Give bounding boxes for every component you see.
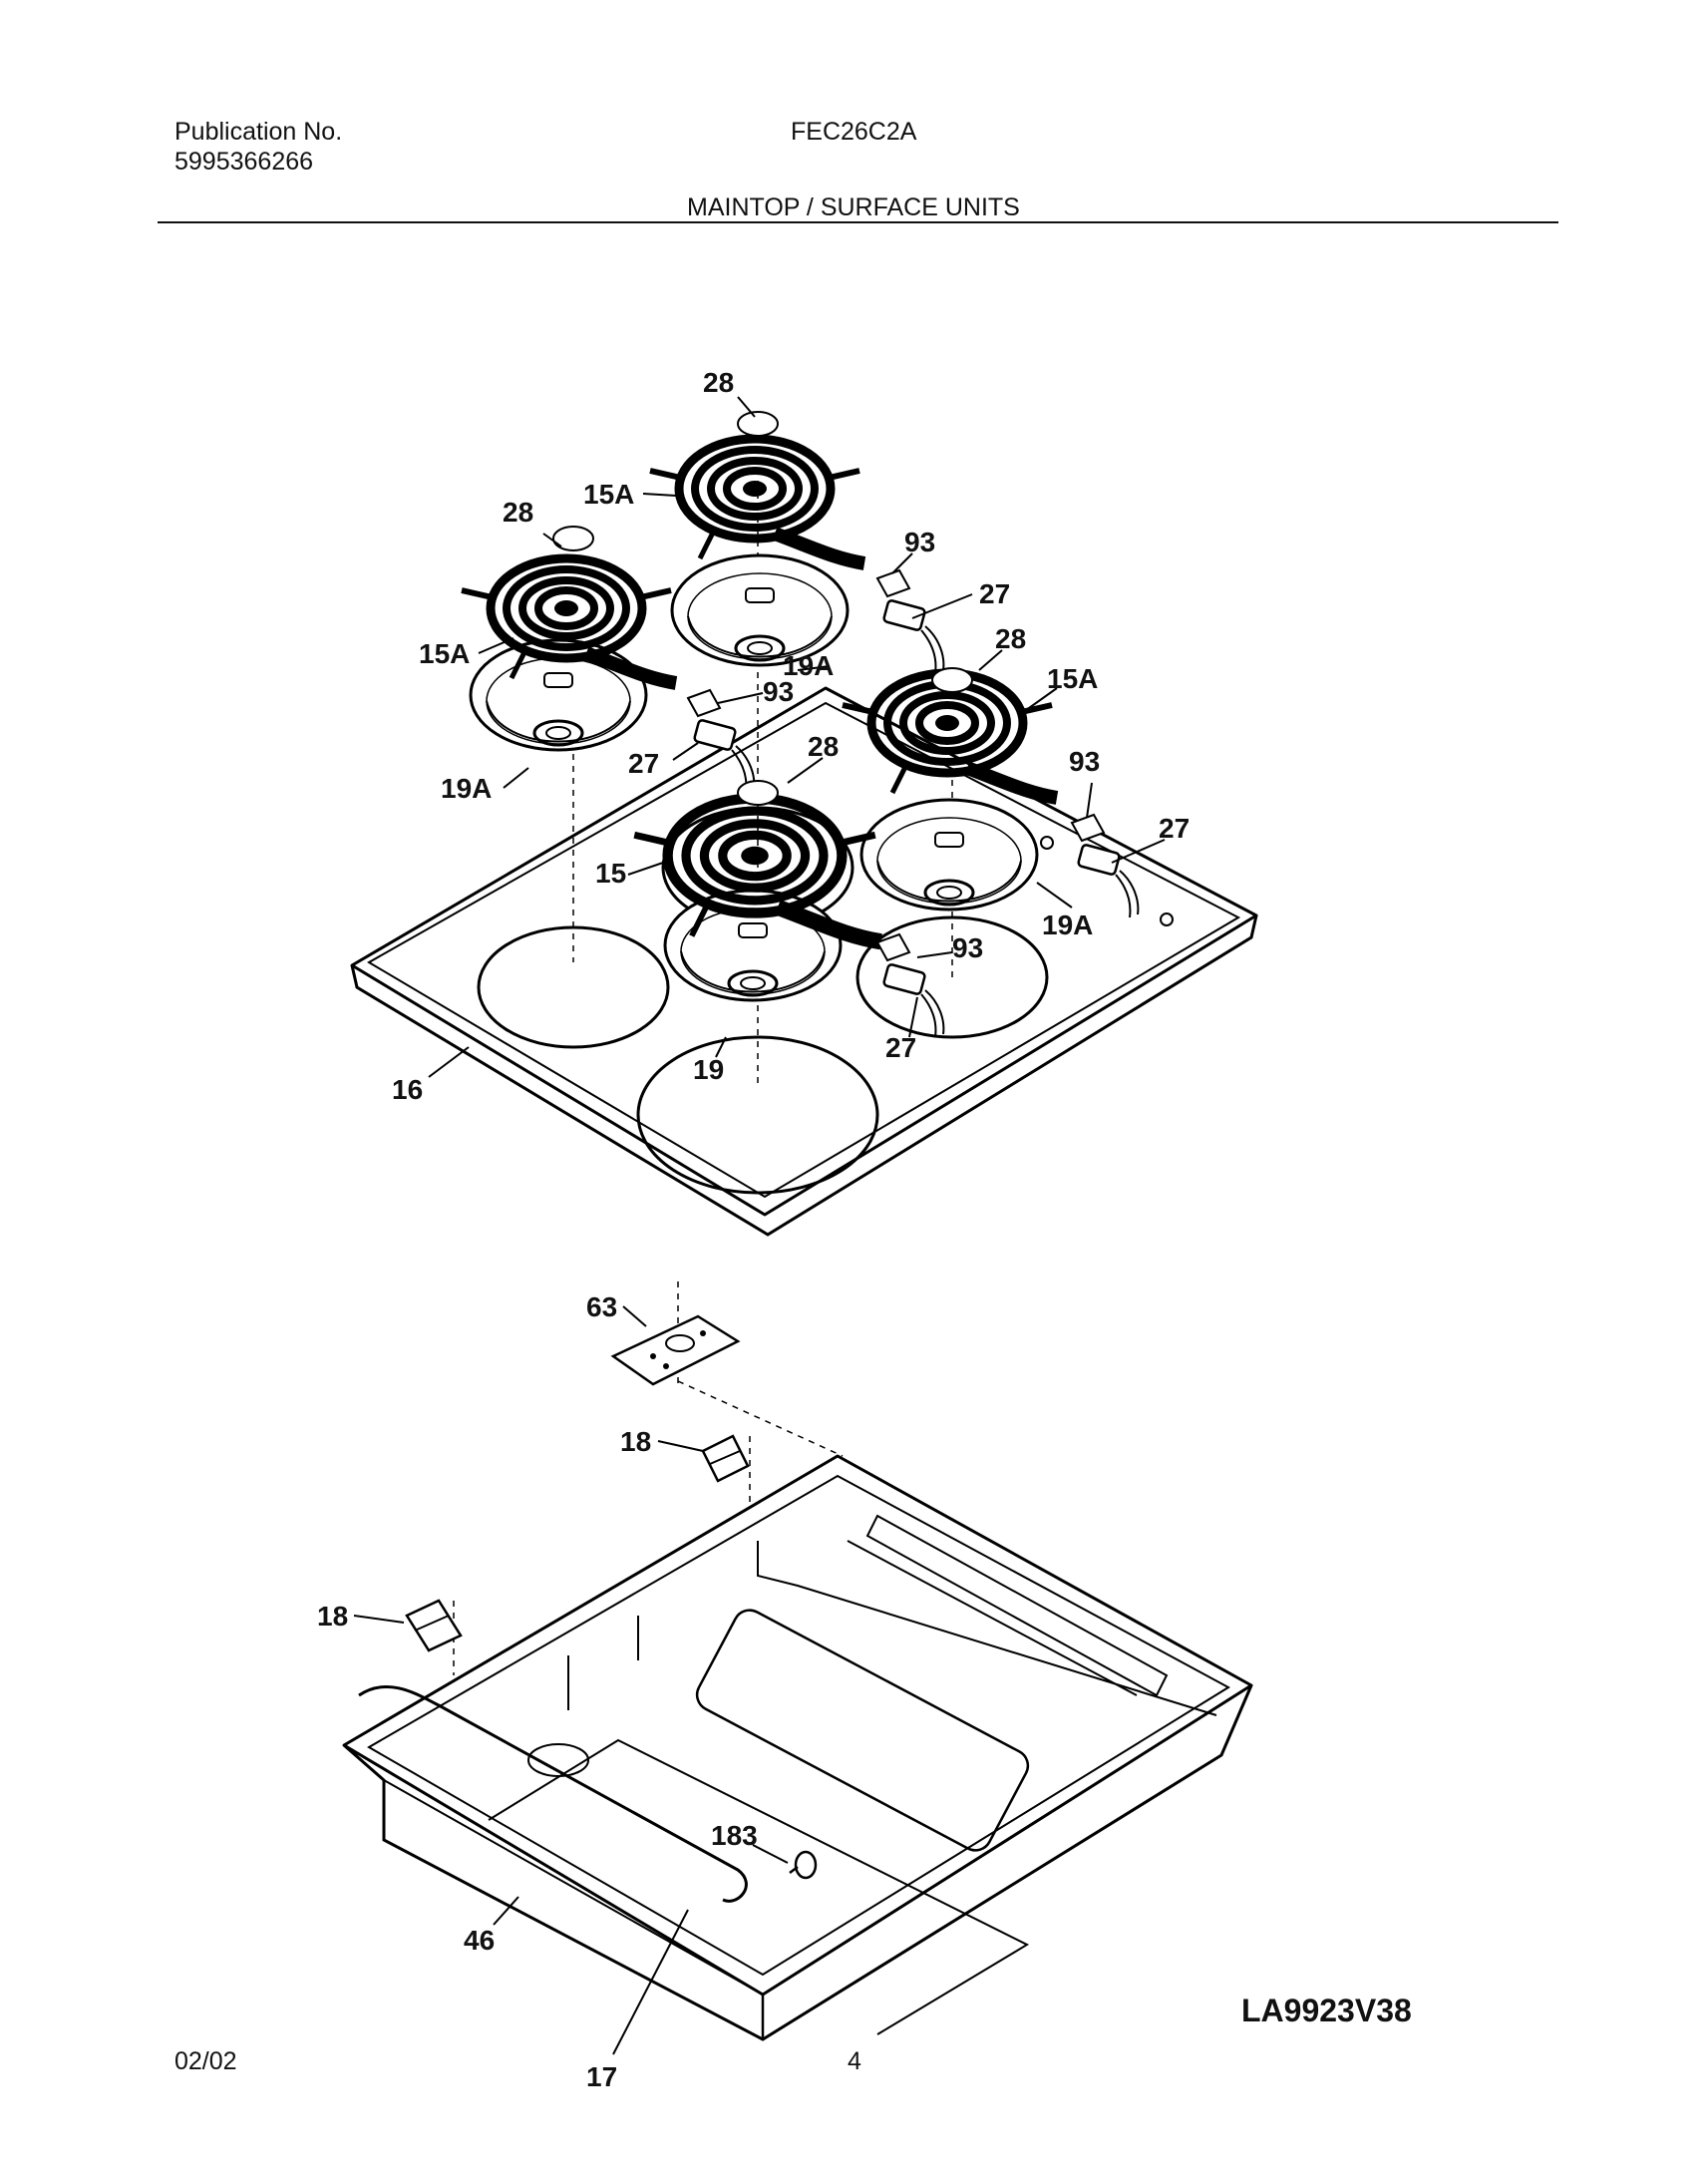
callout-27-rear-right: 27 [979,578,1010,609]
callout-93-rear-left: 93 [763,676,794,707]
surface-unit-front-right [843,668,1140,919]
callout-18-left: 18 [317,1601,348,1632]
callout-15a-rear-left: 15A [419,638,470,669]
surface-unit-rear-left [462,526,756,795]
callout-183: 183 [711,1820,758,1851]
callout-28-front-left: 28 [808,731,839,762]
cooktop-box [342,1454,1253,2041]
callout-17: 17 [586,2061,617,2092]
page-number: 4 [848,2047,861,2075]
surface-unit-front-left [634,780,945,1039]
section-title: MAINTOP / SURFACE UNITS [687,193,1020,221]
callout-28-rear-left: 28 [503,497,533,528]
callout-15: 15 [595,858,626,889]
callout-27-rear-left: 27 [628,748,659,779]
publication-label: Publication No. [174,118,343,146]
callout-27-front-right: 27 [1159,813,1190,844]
callout-16: 16 [392,1074,423,1105]
rod-17 [358,1684,748,1903]
callout-19: 19 [693,1054,724,1085]
callout-28-front-right: 28 [995,623,1026,654]
bracket-18-rear [701,1434,750,1483]
callout-19a-rear-left: 19A [441,773,492,804]
callout-15a-front-right: 15A [1047,663,1098,694]
publication-number: 5995366266 [174,148,314,176]
surface-unit-rear-right [650,411,945,675]
model-number: FEC26C2A [791,118,917,146]
callout-28-top: 28 [703,367,734,398]
callout-93-front-right: 93 [1069,746,1100,777]
plate-63 [610,1314,741,1386]
callout-15a-rear-right: 15A [583,479,634,510]
callout-27-front-left: 27 [885,1032,916,1063]
callout-63: 63 [586,1291,617,1322]
callout-18-rear: 18 [620,1426,651,1457]
header-rule [158,221,1558,223]
bracket-18-left [405,1599,463,1652]
callout-93-rear-right: 93 [904,527,935,557]
diagram-code: LA9923V38 [1241,1993,1412,2028]
screw-183 [789,1850,818,1880]
callout-46: 46 [464,1925,495,1956]
callout-19a-rear-right: 19A [783,650,834,681]
callout-93-front-left: 93 [952,932,983,963]
footer-date: 02/02 [174,2047,237,2075]
callout-19a-front-right: 19A [1042,910,1093,940]
